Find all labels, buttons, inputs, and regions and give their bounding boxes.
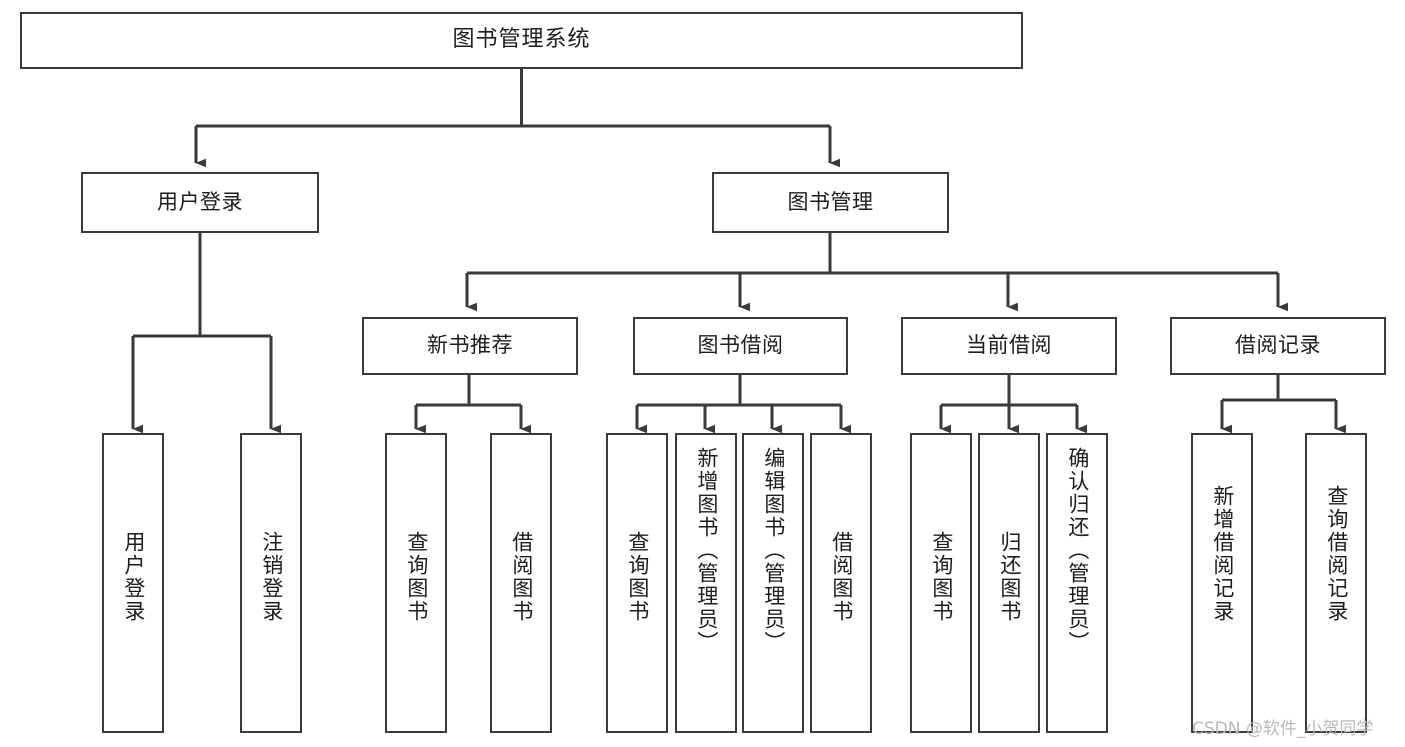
leaf-logout[interactable]: 注销登录: [240, 433, 302, 733]
leaf-query-record[interactable]: 查询借阅记录: [1305, 433, 1367, 733]
node-borrow-record[interactable]: 借阅记录: [1170, 317, 1386, 375]
leaf-add-record-label: 新增借阅记录: [1210, 485, 1235, 623]
node-book-borrow-label: 图书借阅: [697, 333, 784, 358]
leaf-return-book[interactable]: 归还图书: [978, 433, 1040, 733]
leaf-edit-book[interactable]: 编辑图书（管理员）: [742, 433, 804, 733]
node-root-system[interactable]: 图书管理系统: [20, 12, 1023, 69]
node-user-login[interactable]: 用户登录: [81, 172, 319, 233]
leaf-query-book-2-label: 查询图书: [625, 531, 650, 623]
leaf-logout-label: 注销登录: [259, 531, 284, 623]
leaf-add-book-label: 新增图书（管理员）: [694, 447, 719, 654]
leaf-edit-book-label: 编辑图书（管理员）: [761, 447, 786, 654]
watermark-text: CSDN @软件_小贺同学: [1192, 719, 1374, 739]
leaf-user-login[interactable]: 用户登录: [102, 433, 164, 733]
leaf-query-book-2[interactable]: 查询图书: [606, 433, 668, 733]
leaf-query-book-1[interactable]: 查询图书: [385, 433, 447, 733]
leaf-add-record[interactable]: 新增借阅记录: [1191, 433, 1253, 733]
leaf-query-book-3-label: 查询图书: [929, 531, 954, 623]
leaf-query-book-1-label: 查询图书: [404, 531, 429, 623]
leaf-borrow-book-1-label: 借阅图书: [509, 531, 534, 623]
leaf-return-book-label: 归还图书: [997, 531, 1022, 623]
leaf-borrow-book-1[interactable]: 借阅图书: [490, 433, 552, 733]
leaf-query-book-3[interactable]: 查询图书: [910, 433, 972, 733]
node-new-book-rec-label: 新书推荐: [427, 333, 513, 358]
leaf-confirm-return[interactable]: 确认归还（管理员）: [1046, 433, 1108, 733]
leaf-query-record-label: 查询借阅记录: [1324, 485, 1349, 623]
node-current-borrow[interactable]: 当前借阅: [901, 317, 1117, 375]
leaf-borrow-book-2[interactable]: 借阅图书: [810, 433, 872, 733]
node-user-login-label: 用户登录: [157, 189, 243, 214]
leaf-borrow-book-2-label: 借阅图书: [829, 531, 854, 623]
leaf-add-book[interactable]: 新增图书（管理员）: [675, 433, 737, 733]
node-book-borrow[interactable]: 图书借阅: [633, 317, 848, 375]
node-new-book-rec[interactable]: 新书推荐: [362, 317, 578, 375]
leaf-confirm-return-label: 确认归还（管理员）: [1065, 447, 1090, 654]
node-current-borrow-label: 当前借阅: [966, 333, 1052, 358]
node-book-manage[interactable]: 图书管理: [712, 172, 949, 233]
node-book-manage-label: 图书管理: [787, 189, 874, 214]
node-borrow-record-label: 借阅记录: [1235, 333, 1321, 358]
node-root-system-label: 图书管理系统: [452, 27, 591, 53]
leaf-user-login-label: 用户登录: [121, 531, 146, 623]
